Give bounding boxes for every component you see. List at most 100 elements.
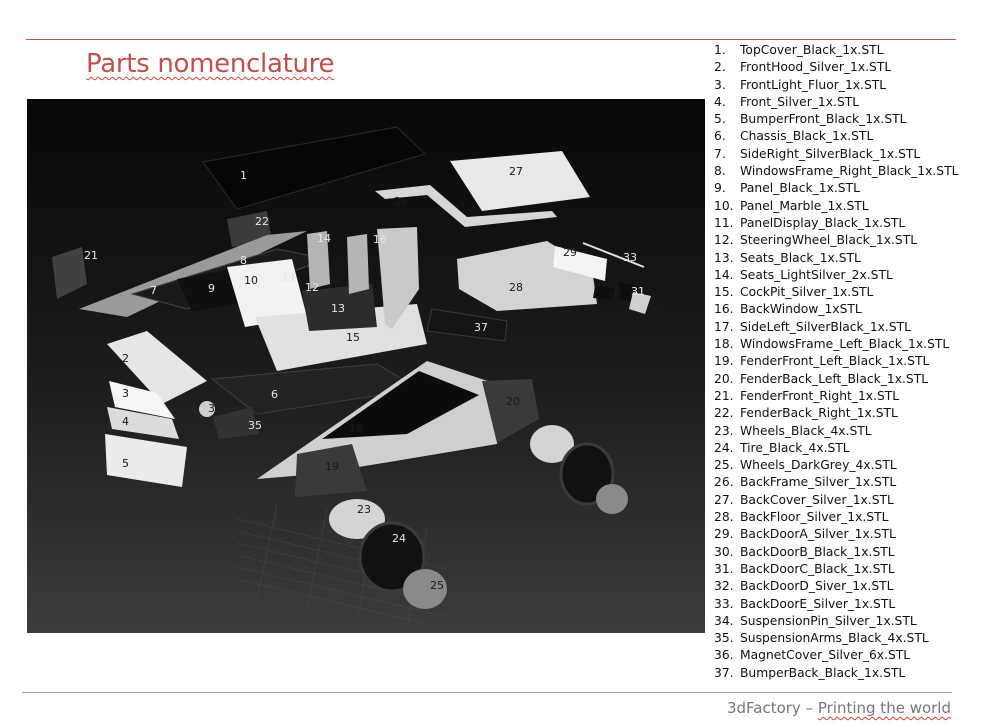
part-number: 31. (714, 561, 734, 576)
footer-separator: – (800, 699, 818, 717)
callout-25: 25 (430, 579, 444, 592)
parts-list-item: 20.FenderBack_Left_Black_1x.STL (714, 371, 958, 388)
parts-list-item: 33.BackDoorE_Silver_1x.STL (714, 596, 958, 613)
callout-7: 7 (150, 284, 157, 297)
part-number: 18. (714, 337, 734, 352)
part-filename: SteeringWheel_Black_1x.STL (740, 233, 918, 248)
parts-list-item: 23.Wheels_Black_4x.STL (714, 423, 958, 440)
part-number: 12. (714, 233, 734, 248)
part-number: 25. (714, 458, 734, 473)
part-bumper-front (105, 434, 187, 487)
parts-list-item: 36.MagnetCover_Silver_6x.STL (714, 647, 958, 664)
part-window-frame-left (322, 371, 479, 439)
callout-33: 33 (623, 251, 637, 264)
part-filename: BumperBack_Black_1x.STL (740, 665, 906, 680)
callout-13: 13 (331, 302, 345, 315)
parts-list-item: 35.SuspensionArms_Black_4x.STL (714, 630, 958, 647)
parts-list-item: 3. FrontLight_Fluor_1x.STL (714, 77, 958, 94)
part-number: 8. (714, 164, 726, 179)
part-number: 21. (714, 388, 734, 403)
parts-list-item: 37. BumperBack_Black_1x.STL (714, 665, 958, 682)
part-seat-right (347, 234, 369, 294)
part-wheel-rear (530, 425, 574, 463)
part-suspension-arms (213, 407, 259, 439)
parts-list-item: 13. Seats_Black_1x.STL (714, 250, 958, 267)
parts-list-item: 4.Front_Silver_1x.STL (714, 94, 958, 111)
callout-16: 16 (373, 233, 387, 246)
header-rule (26, 39, 956, 40)
part-filename: FenderBack_Right_1x.STL (740, 406, 898, 421)
part-filename: Tire_Black_4x.STL (740, 440, 850, 455)
footer-rule (22, 692, 952, 693)
callout-1: 1 (240, 169, 247, 182)
part-filename: SideLeft_SilverBlack_1x.STL (740, 319, 912, 334)
part-filename: Wheels_DarkGrey_4x.STL (740, 458, 897, 473)
part-number: 30. (714, 544, 734, 559)
parts-list-item: 16. BackWindow_1xSTL (714, 301, 958, 318)
part-number: 27. (714, 492, 734, 507)
parts-list-item: 32.BackDoorD_Siver_1x.STL (714, 578, 958, 595)
callout-15: 15 (346, 331, 360, 344)
callout-9: 9 (208, 282, 215, 295)
part-filename: PanelDisplay_Black_1x.STL (740, 215, 906, 230)
part-number: 22. (714, 406, 734, 421)
callout-34: 34 (208, 402, 222, 415)
part-back-window (377, 227, 419, 329)
part-filename: Panel_Marble_1x.STL (740, 198, 869, 213)
part-number: 37. (714, 665, 734, 680)
part-filename: BumperFront_Black_1x.STL (740, 112, 907, 127)
callout-2: 2 (122, 352, 129, 365)
footer-tagline: Printing the world (817, 699, 951, 717)
part-back-door-e (582, 242, 645, 268)
part-filename: Seats_Black_1x.STL (740, 250, 861, 265)
parts-list-item: 26.BackFrame_Silver_1x.STL (714, 474, 958, 491)
callout-14: 14 (317, 232, 331, 245)
part-hub-rear (596, 484, 628, 514)
part-fender-front-left (295, 444, 367, 497)
parts-list-item: 27.BackCover_Silver_1x.STL (714, 492, 958, 509)
callout-37: 37 (474, 321, 488, 334)
part-number: 5. (714, 112, 726, 127)
parts-list-item: 8.WindowsFrame_Right_Black_1x.STL (714, 163, 958, 180)
parts-list-item: 10.Panel_Marble_1x.STL (714, 198, 958, 215)
part-number: 6. (714, 129, 726, 144)
parts-list-item: 17.SideLeft_SilverBlack_1x.STL (714, 319, 958, 336)
part-filename: MagnetCover_Silver_6x.STL (740, 648, 911, 663)
callout-31: 31 (631, 285, 645, 298)
parts-list-item: 2.FrontHood_Silver_1x.STL (714, 59, 958, 76)
part-number: 19. (714, 354, 734, 369)
part-number: 24. (714, 440, 734, 455)
part-fender-front-right (52, 247, 87, 299)
part-back-door-a (553, 246, 607, 281)
part-filename: FrontLight_Fluor_1x.STL (740, 77, 887, 92)
callout-35: 35 (248, 419, 262, 432)
callout-23: 23 (357, 503, 371, 516)
part-front-hood (107, 331, 207, 404)
part-filename: BackDoorB_Black_1x.STL (740, 544, 895, 559)
part-filename: Panel_Black_1x.STL (740, 181, 860, 196)
part-filename: BackWindow_1xSTL (740, 302, 862, 317)
callout-10: 10 (244, 274, 258, 287)
part-number: 35. (714, 631, 734, 646)
parts-list-item: 19.FenderFront_Left_Black_1x.STL (714, 353, 958, 370)
part-cockpit (255, 304, 427, 371)
callout-8: 8 (240, 254, 247, 267)
part-number: 26. (714, 475, 734, 490)
part-number: 16. (714, 302, 734, 317)
part-number: 3. (714, 77, 726, 92)
part-filename: FenderBack_Left_Black_1x.STL (740, 371, 929, 386)
part-back-frame (375, 185, 557, 227)
parts-list-item: 1.TopCover_Black_1x.STL (714, 42, 958, 59)
part-number: 14. (714, 267, 734, 282)
part-number: 32. (714, 579, 734, 594)
part-number: 13. (714, 250, 734, 265)
callout-22: 22 (255, 215, 269, 228)
part-filename: WindowsFrame_Left_Black_1x.STL (740, 337, 950, 352)
parts-list-item: 5. BumperFront_Black_1x.STL (714, 111, 958, 128)
part-filename: Seats_LightSilver_2x.STL (740, 267, 893, 282)
part-filename: BackDoorC_Black_1x.STL (740, 561, 895, 576)
